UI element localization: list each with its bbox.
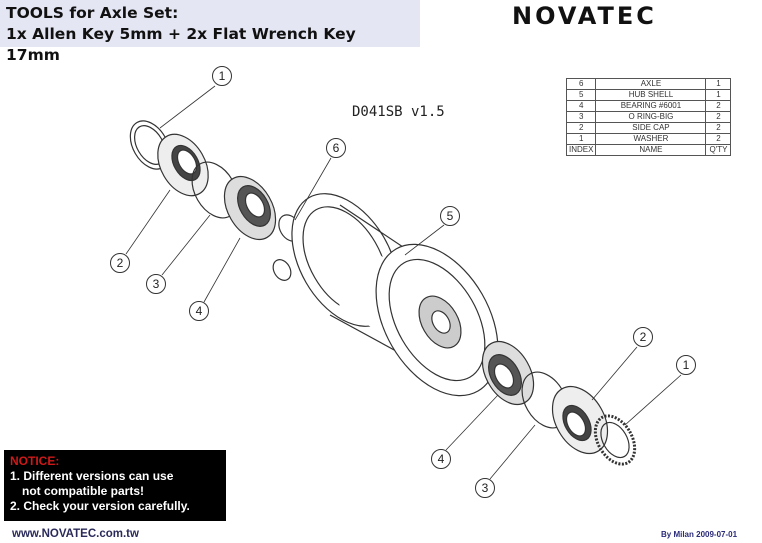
side-cap-right xyxy=(551,385,609,455)
callout-circle xyxy=(110,253,130,273)
novatec-logo: NOVATEC xyxy=(512,2,657,30)
callout-label: 4 xyxy=(438,452,445,466)
title-line-2: 1x Allen Key 5mm + 2x Flat Wrench Key 17… xyxy=(6,25,356,64)
callout-label: 1 xyxy=(219,69,226,83)
parts-cell-qty: Q'TY xyxy=(705,144,732,156)
callout-circle xyxy=(212,66,232,86)
bearing-right xyxy=(481,340,535,406)
callout-circle xyxy=(326,138,346,158)
notice-heading: NOTICE: xyxy=(10,454,60,468)
callout-label: 6 xyxy=(333,141,340,155)
callout-circle xyxy=(633,327,653,347)
model-version: D041SB v1.5 xyxy=(352,104,445,120)
washer-right xyxy=(593,414,637,466)
callout-circle xyxy=(189,301,209,321)
callout-circle xyxy=(440,206,460,226)
title-line-1: TOOLS for Axle Set: xyxy=(6,4,179,22)
callouts: 1 2 3 4 6 5 2 1 4 3 xyxy=(110,66,696,498)
notice-line-1: 1. Different versions can use xyxy=(10,469,174,483)
callout-circle xyxy=(676,355,696,375)
bearing-left xyxy=(223,175,277,241)
notice-line-3: 2. Check your version carefully. xyxy=(10,499,190,513)
callout-label: 4 xyxy=(196,304,203,318)
callout-label: 2 xyxy=(640,330,647,344)
callout-label: 5 xyxy=(447,209,454,223)
parts-cell-name: NAME xyxy=(595,144,707,156)
callout-label: 1 xyxy=(683,358,690,372)
novatec-website-link[interactable]: www.NOVATEC.com.tw xyxy=(12,528,139,540)
callout-label: 3 xyxy=(482,481,489,495)
notice-box: NOTICE: 1. Different versions can use no… xyxy=(4,450,226,521)
callout-label: 3 xyxy=(153,277,160,291)
hub-shell xyxy=(291,193,499,397)
side-cap-left xyxy=(157,133,209,197)
leader-lines xyxy=(125,85,682,480)
callout-circle xyxy=(146,274,166,294)
tools-title-box: TOOLS for Axle Set: 1x Allen Key 5mm + 2… xyxy=(0,0,420,64)
callout-label: 2 xyxy=(117,256,124,270)
notice-line-2: not compatible parts! xyxy=(22,484,145,498)
author-date: By Milan 2009-07-01 xyxy=(661,530,738,539)
callout-circle xyxy=(431,449,451,469)
parts-cell-index: INDEX xyxy=(565,144,597,156)
callout-circle xyxy=(475,478,495,498)
